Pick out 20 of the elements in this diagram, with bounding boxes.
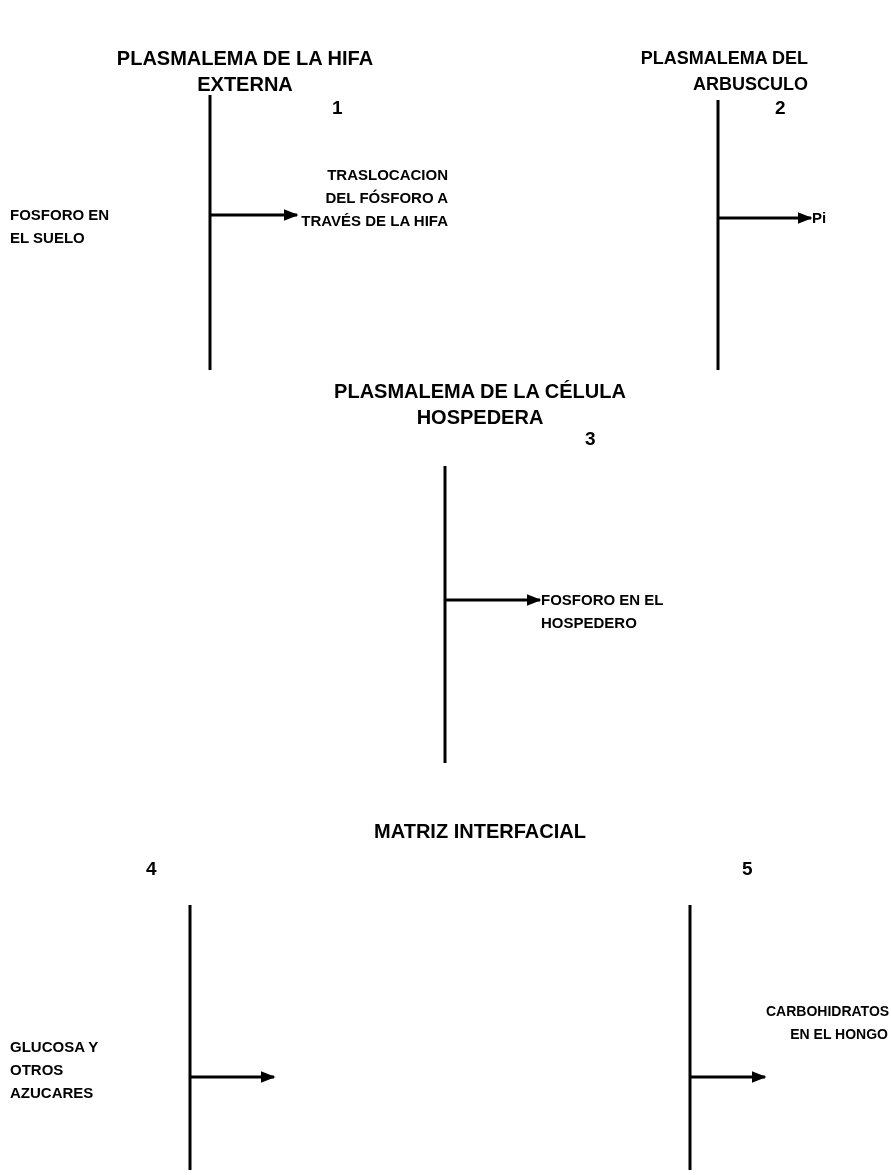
membrane-number: 5 (742, 858, 753, 880)
text-label: CARBOHIDRATOS EN EL HONGO (766, 1000, 888, 1046)
text-label: FOSFORO EN EL HOSPEDERO (541, 588, 701, 634)
membrane-number: 3 (585, 428, 596, 450)
text-label: FOSFORO EN EL SUELO (10, 203, 120, 249)
membrane-heading: PLASMALEMA DE LA HIFA EXTERNA (115, 46, 375, 97)
membrane-heading: PLASMALEMA DE LA CÉLULA HOSPEDERA (333, 379, 627, 430)
arrow (690, 1071, 767, 1083)
text-label: Pi (812, 206, 852, 229)
text-label: GLUCOSA Y OTROS AZUCARES (10, 1035, 135, 1104)
section-heading: MATRIZ INTERFACIAL (373, 819, 587, 844)
arrow (718, 212, 813, 224)
membrane-number: 2 (775, 97, 786, 119)
text-label: TRASLOCACION DEL FÓSFORO A TRAVÉS DE LA HIFA (298, 163, 448, 232)
arrow (210, 209, 299, 221)
arrow (445, 594, 542, 606)
membrane-number: 1 (332, 97, 343, 119)
arrow (190, 1071, 276, 1083)
membrane-heading: PLASMALEMA DEL ARBUSCULO (640, 47, 808, 96)
membrane-number: 4 (146, 858, 157, 880)
